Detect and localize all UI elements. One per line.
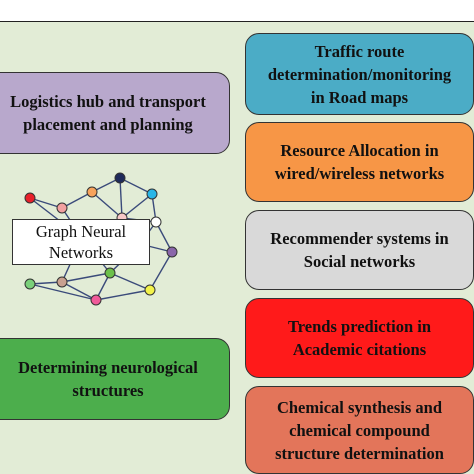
resource-allocation-box: Resource Allocation in wired/wireless ne… (245, 122, 474, 202)
graph-node (24, 192, 36, 204)
chemical-box: Chemical synthesis and chemical compound… (245, 386, 474, 474)
graph-node (90, 294, 102, 306)
resource-allocation-label: Resource Allocation in wired/wireless ne… (274, 141, 445, 183)
graph-neural-networks-text: Graph Neural Networks (35, 222, 127, 262)
graph-edge (121, 193, 153, 219)
traffic-label: Traffic route determination/monitoring i… (267, 41, 452, 107)
logistics-label: Logistics hub and transport placement an… (10, 92, 206, 134)
graph-edge (95, 289, 151, 301)
graph-edge (109, 272, 151, 291)
graph-edge (61, 272, 111, 283)
graph-edge (119, 177, 153, 195)
top-border-line (0, 21, 474, 22)
graph-edge (155, 221, 173, 253)
neurological-box: Determining neurological structures (0, 338, 230, 420)
graph-edge (149, 251, 173, 291)
graph-node (146, 188, 158, 200)
graph-edge (91, 191, 123, 219)
graph-neural-networks-label: Graph Neural Networks (12, 219, 150, 265)
recommender-label: Recommender systems in Social networks (270, 229, 449, 271)
graph-node (166, 246, 178, 258)
graph-node (104, 267, 116, 279)
graph-edge (119, 177, 123, 219)
graph-node (144, 284, 156, 296)
recommender-box: Recommender systems in Social networks (245, 210, 474, 290)
graph-edge (29, 283, 97, 301)
chemical-label: Chemical synthesis and chemical compound… (275, 397, 444, 463)
graph-node (56, 276, 68, 288)
graph-node (24, 278, 36, 290)
graph-node (150, 216, 162, 228)
trends-box: Trends prediction in Academic citations (245, 298, 474, 378)
graph-node (114, 172, 126, 184)
trends-label: Trends prediction in Academic citations (287, 317, 432, 359)
graph-edge (61, 281, 97, 301)
traffic-box: Traffic route determination/monitoring i… (245, 33, 474, 115)
graph-node (56, 202, 68, 214)
neurological-label: Determining neurological structures (18, 358, 198, 400)
graph-edge (29, 197, 63, 209)
graph-node (86, 186, 98, 198)
logistics-box: Logistics hub and transport placement an… (0, 72, 230, 154)
graph-edge (61, 191, 93, 209)
